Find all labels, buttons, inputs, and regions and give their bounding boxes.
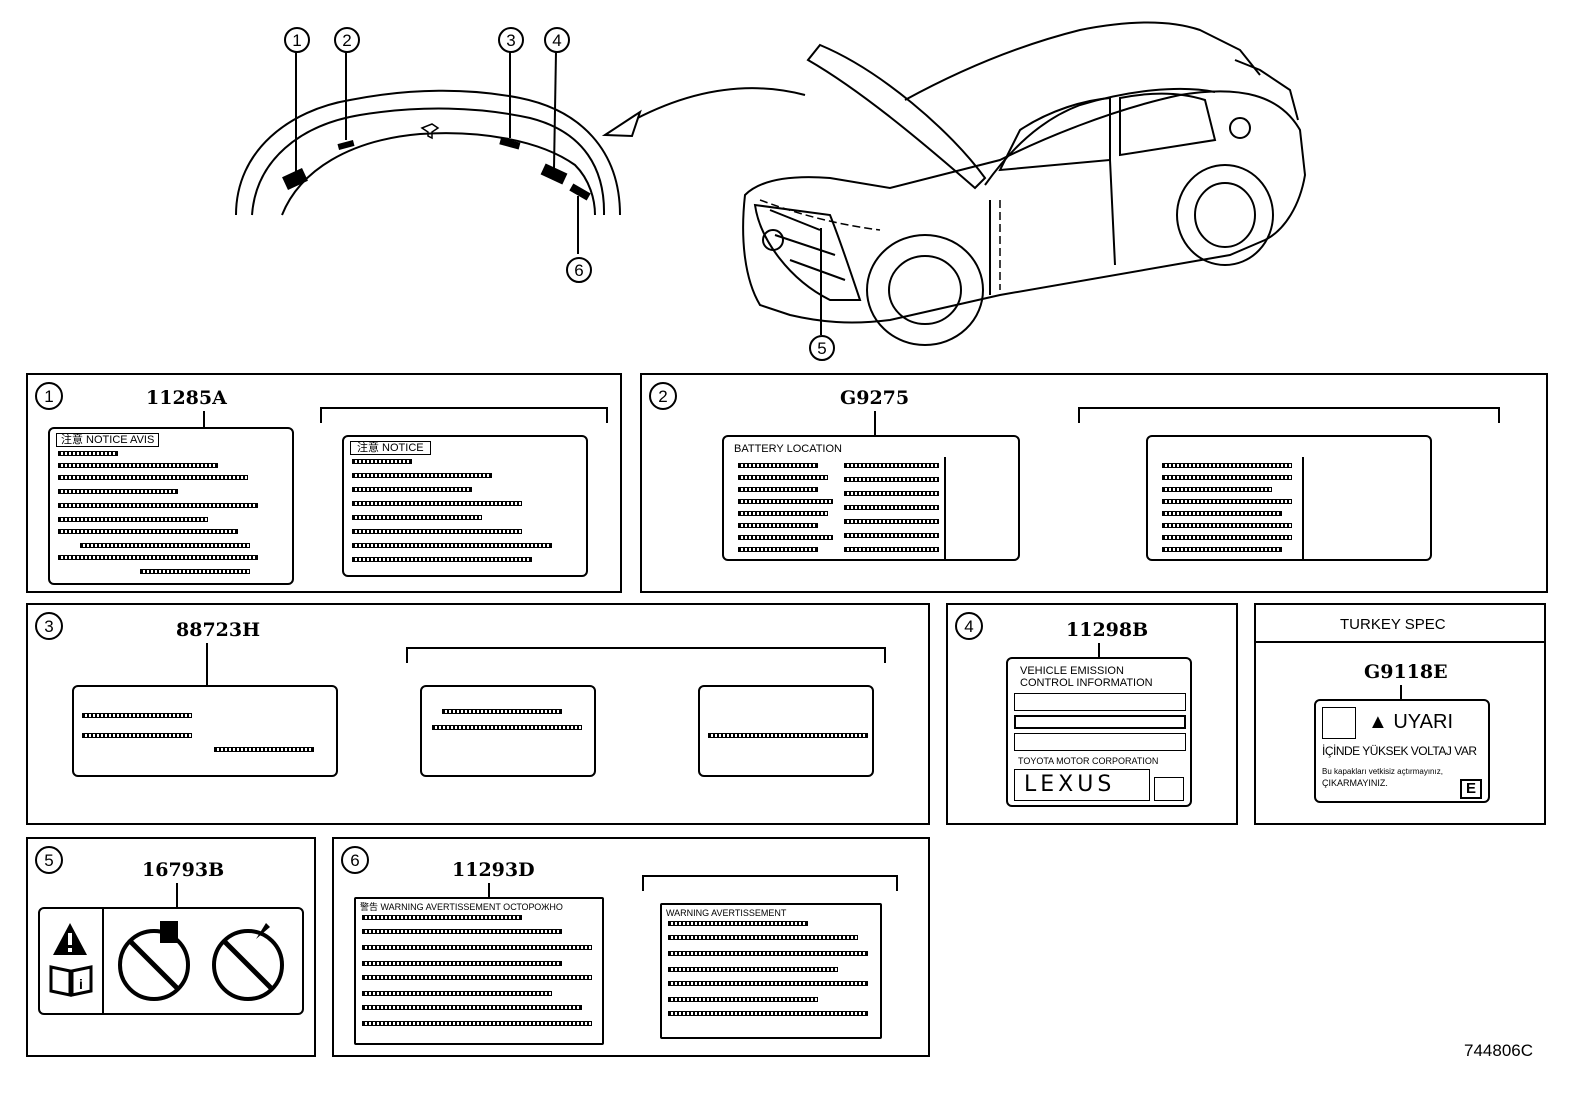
callout-3: 3: [497, 26, 524, 53]
callout-4: 4: [543, 26, 570, 53]
battery-location-header: BATTERY LOCATION: [734, 443, 842, 455]
manual-book-icon: i: [49, 965, 93, 997]
part-code-16793B: 16793B: [142, 859, 225, 881]
panel-3: 3 88723H: [26, 603, 930, 825]
part-code-11298B: 11298B: [1066, 619, 1149, 641]
warning-triangle-icon: [53, 923, 87, 955]
emission-line-1: VEHICLE EMISSION: [1020, 665, 1124, 677]
panel-2: 2 G9275 BATTERY LOCATION: [640, 373, 1548, 593]
notice-label-a: 注意 NOTICE AVIS: [48, 427, 294, 585]
high-voltage-label: ▲ UYARI İÇİNDE YÜKSEK VOLTAJ VAR Bu kapa…: [1314, 699, 1490, 803]
turkey-line-2: Bu kapakları vetkisiz açtırmayınız,: [1322, 767, 1443, 776]
svg-text:1: 1: [44, 387, 53, 406]
svg-text:6: 6: [350, 851, 359, 870]
warning-label-6b: WARNING AVERTISSEMENT: [660, 903, 882, 1039]
panel-number-3: 3: [34, 611, 63, 640]
turkey-line-3: ÇIKARMAYINIZ.: [1322, 778, 1388, 788]
diagram-id: 744806C: [1464, 1041, 1534, 1060]
panel-number-2: 2: [648, 381, 677, 410]
part-code-G9118E: G9118E: [1364, 661, 1448, 683]
bracket: [1078, 407, 1500, 423]
warn-word-text: UYARI: [1393, 711, 1453, 733]
svg-text:i: i: [79, 976, 83, 992]
notice-label-a-header: 注意 NOTICE AVIS: [56, 433, 160, 447]
warning-label-c: [698, 685, 874, 777]
battery-location-label-a: BATTERY LOCATION: [722, 435, 1020, 561]
warning-label-6b-header: WARNING AVERTISSEMENT: [666, 908, 787, 918]
part-code-11293D: 11293D: [452, 859, 535, 881]
battery-location-label-b: [1146, 435, 1432, 561]
svg-text:4: 4: [964, 617, 973, 636]
emission-line-2: CONTROL INFORMATION: [1020, 677, 1153, 689]
callout-6: 6: [565, 256, 592, 283]
part-code-88723H: 88723H: [176, 619, 261, 641]
panel-number-6: 6: [340, 845, 369, 874]
brand-logo: LEXUS: [1024, 772, 1116, 797]
callout-1: 1: [283, 26, 310, 53]
panel-1: 1 11285A 注意 NOTICE AVIS 注意 NOTICE: [26, 373, 622, 593]
warn-word: ▲ UYARI: [1368, 711, 1453, 733]
top-illustration: [235, 21, 1307, 346]
panel-6: 6 11293D 警告 WARNING AVERTISSEMENT ОСТОРО…: [332, 837, 930, 1057]
pictogram-label: i: [38, 907, 304, 1015]
no-water-icon: [212, 923, 284, 1001]
svg-text:2: 2: [342, 31, 351, 50]
warning-label-a: [72, 685, 338, 777]
bracket: [320, 407, 608, 423]
no-spray-icon: [118, 921, 190, 1001]
panel-turkey: TURKEY SPEC G9118E ▲ UYARI İÇİNDE YÜKSEK…: [1254, 603, 1546, 825]
svg-text:4: 4: [552, 31, 561, 50]
svg-text:1: 1: [292, 31, 301, 50]
notice-label-b-header: 注意 NOTICE: [350, 441, 431, 455]
emission-label: VEHICLE EMISSION CONTROL INFORMATION TOY…: [1006, 657, 1192, 807]
panel-4: 4 11298B VEHICLE EMISSION CONTROL INFORM…: [946, 603, 1238, 825]
notice-label-b: 注意 NOTICE: [342, 435, 588, 577]
callout-2: 2: [333, 26, 360, 53]
panel-number-4: 4: [954, 611, 983, 640]
svg-text:3: 3: [44, 617, 53, 636]
callout-5: 5: [808, 334, 835, 361]
turkey-spec-title: TURKEY SPEC: [1340, 616, 1446, 633]
svg-text:2: 2: [658, 387, 667, 406]
emission-maker: TOYOTA MOTOR CORPORATION: [1018, 756, 1159, 766]
svg-text:5: 5: [44, 851, 53, 870]
svg-text:5: 5: [817, 339, 826, 358]
bracket: [642, 875, 898, 891]
panel-number-1: 1: [34, 381, 63, 410]
warning-triangle-icon: ▲: [1368, 711, 1388, 733]
turkey-line-1: İÇİNDE YÜKSEK VOLTAJ VAR: [1322, 744, 1477, 758]
svg-text:3: 3: [506, 31, 515, 50]
bracket: [406, 647, 886, 663]
warning-label-b: [420, 685, 596, 777]
svg-text:6: 6: [574, 261, 583, 280]
part-code-11285A: 11285A: [146, 387, 227, 409]
part-code-G9275: G9275: [840, 387, 910, 409]
panel-5: 5 16793B i: [26, 837, 316, 1057]
warning-label-6a-header: 警告 WARNING AVERTISSEMENT ОСТОРОЖНО: [360, 902, 563, 912]
panel-number-5: 5: [34, 845, 63, 874]
warning-label-6a: 警告 WARNING AVERTISSEMENT ОСТОРОЖНО: [354, 897, 604, 1045]
turkey-corner-letter: E: [1466, 780, 1477, 797]
high-voltage-icon: [1322, 707, 1356, 739]
